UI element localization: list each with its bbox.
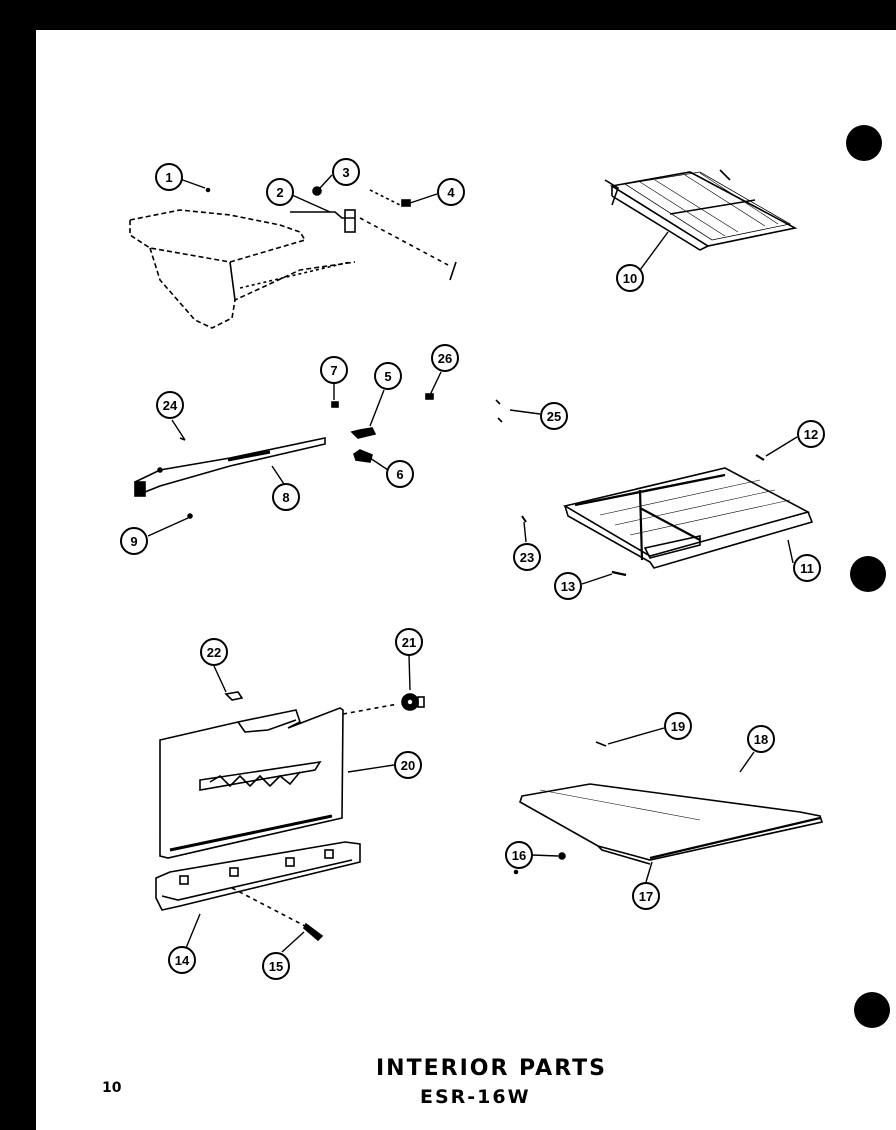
callout-part-18: 18 — [747, 725, 775, 753]
callout-part-11: 11 — [793, 554, 821, 582]
callout-part-12: 12 — [797, 420, 825, 448]
callout-part-19: 19 — [664, 712, 692, 740]
callout-part-15: 15 — [262, 952, 290, 980]
callout-part-3: 3 — [332, 158, 360, 186]
binder-hole-middle — [850, 556, 886, 592]
page-number: 10 — [102, 1080, 122, 1096]
callout-part-16: 16 — [505, 841, 533, 869]
glass-shelf-drawing — [513, 741, 824, 875]
callout-part-2: 2 — [266, 178, 294, 206]
callout-part-1: 1 — [155, 163, 183, 191]
rail-assembly-drawing — [133, 393, 503, 519]
callout-part-10: 10 — [616, 264, 644, 292]
callout-part-9: 9 — [120, 527, 148, 555]
diagram-title: INTERIOR PARTS — [376, 1056, 607, 1081]
binder-hole-top — [846, 125, 882, 161]
panel-and-bin-drawing — [155, 691, 425, 942]
leader-lines — [147, 174, 798, 953]
model-number: ESR-16W — [420, 1086, 531, 1108]
callout-part-24: 24 — [156, 391, 184, 419]
callout-part-25: 25 — [540, 402, 568, 430]
callout-part-22: 22 — [200, 638, 228, 666]
callout-part-7: 7 — [320, 356, 348, 384]
binder-hole-bottom — [854, 992, 890, 1028]
callout-part-8: 8 — [272, 483, 300, 511]
freezer-compartment-drawing — [129, 186, 457, 329]
callout-part-23: 23 — [513, 543, 541, 571]
callout-part-4: 4 — [437, 178, 465, 206]
callout-part-14: 14 — [168, 946, 196, 974]
wire-shelf-drawing — [604, 169, 798, 251]
callout-part-20: 20 — [394, 751, 422, 779]
callout-part-21: 21 — [395, 628, 423, 656]
callout-part-26: 26 — [431, 344, 459, 372]
crisper-cover-drawing — [521, 454, 814, 577]
callout-part-17: 17 — [632, 882, 660, 910]
callout-part-6: 6 — [386, 460, 414, 488]
callout-part-13: 13 — [554, 572, 582, 600]
callout-part-5: 5 — [374, 362, 402, 390]
